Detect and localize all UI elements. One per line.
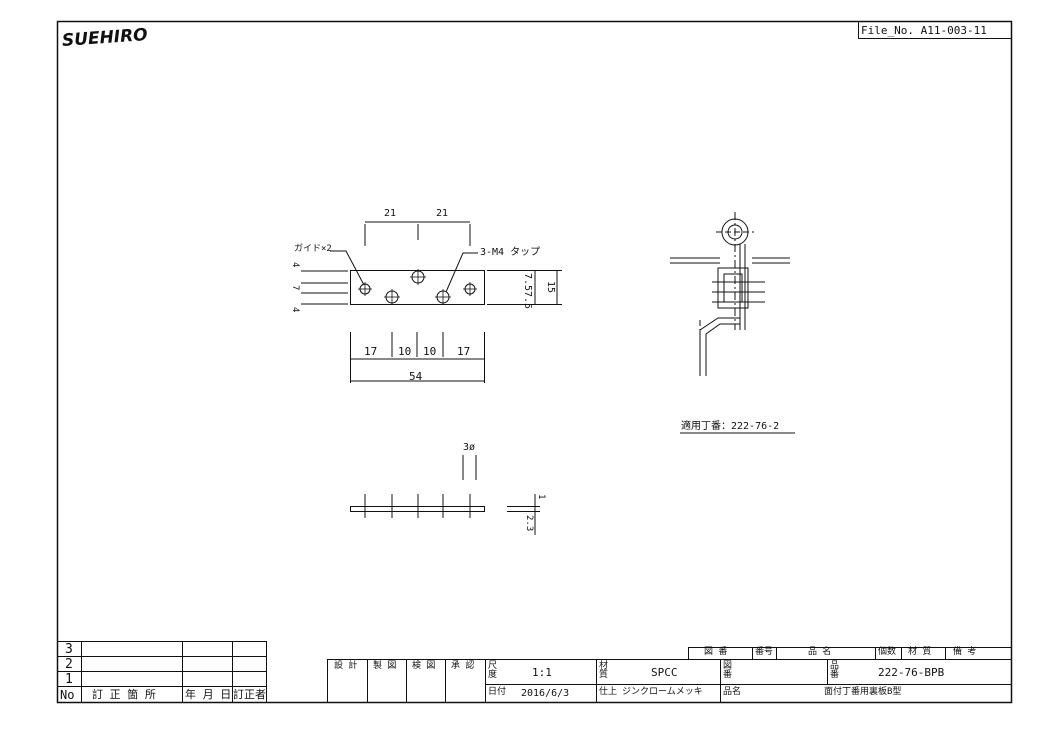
dim-hole-diameter: 3ø <box>463 442 476 453</box>
dim-top-right: 21 <box>436 208 449 219</box>
product-name-label: 品名 <box>723 687 742 697</box>
revision-row-2: 2 <box>65 657 73 672</box>
approval-drafting: 製 図 <box>373 661 397 671</box>
parts-header-material: 材 質 <box>908 647 932 657</box>
hole-centerlines <box>358 269 477 305</box>
dim-top-left: 21 <box>384 208 397 219</box>
revision-header-corrector: 訂正者 <box>233 688 266 701</box>
dim-overall-width: 54 <box>409 370 423 383</box>
dim-right-total: 15 <box>545 281 556 294</box>
sheet-border <box>56 20 1013 704</box>
finish-label: 仕上 <box>599 687 618 697</box>
parts-header-drawing-no: 図 番 <box>704 647 728 657</box>
parts-header-number: 番号 <box>755 647 774 657</box>
file-no-box <box>858 21 1012 39</box>
dim-right-lines <box>487 270 562 305</box>
approval-design: 設 計 <box>334 661 358 671</box>
approval-check: 検 図 <box>412 661 436 671</box>
date-label: 日付 <box>488 687 507 697</box>
approval-approve: 承 認 <box>451 661 475 671</box>
scale-value: 1:1 <box>532 666 552 679</box>
dim-bottom-lines <box>350 332 485 383</box>
dim-left-bottom: 4 <box>290 307 300 313</box>
side-view-outline <box>670 212 790 376</box>
material-value: SPCC <box>651 666 678 679</box>
product-no-label: 品番 <box>830 661 840 680</box>
dim-top-lines <box>364 221 471 246</box>
dim-left-top: 4 <box>290 262 300 268</box>
note-tap: 3-M4 タップ <box>480 247 541 258</box>
finish-value: ジンクロームメッキ <box>622 687 703 697</box>
guide-leader <box>330 250 365 286</box>
dim-bottom-2: 10 <box>398 345 412 358</box>
applicable-hinge: 適用丁番：222-76-2 <box>681 421 780 432</box>
dim-bottom-3: 10 <box>423 345 437 358</box>
dim-right-upper: 7.5 <box>522 273 533 292</box>
revision-table-grid <box>57 641 267 703</box>
dim-bottom-1: 17 <box>364 345 378 358</box>
revision-row-1: 1 <box>65 672 73 687</box>
dim-thickness: 1 <box>536 494 546 500</box>
date-value: 2016/6/3 <box>521 688 570 699</box>
revision-header-correction: 訂 正 箇 所 <box>92 688 156 701</box>
dim-bottom-4: 17 <box>457 345 471 358</box>
parts-header-name: 品 名 <box>808 647 832 657</box>
scale-label: 尺度 <box>488 661 498 680</box>
note-guide: ガイド×2 <box>294 244 332 254</box>
material-label: 材質 <box>599 661 609 680</box>
parts-header-remarks: 備 考 <box>953 647 977 657</box>
revision-header-date: 年 月 日 <box>185 688 232 701</box>
bottom-view-outline <box>350 455 540 535</box>
dim-left-mid: 7 <box>290 285 300 291</box>
product-name-value: 面付丁番用裏板B型 <box>824 687 902 697</box>
product-no-value: 222-76-BPB <box>878 666 945 679</box>
dim-height: 2.3 <box>524 515 534 532</box>
drawing-no-label: 図番 <box>723 661 733 680</box>
parts-header-qty: 個数 <box>878 647 897 657</box>
title-block-grid <box>485 647 1012 703</box>
file-number: File_No. A11-003-11 <box>861 24 987 37</box>
dim-right-lower: 7.5 <box>522 291 533 310</box>
revision-header-no: No <box>60 688 75 702</box>
tap-leader <box>445 252 478 293</box>
revision-row-3: 3 <box>65 642 73 657</box>
front-view-outline <box>350 270 485 305</box>
dim-left-lines <box>301 270 348 305</box>
